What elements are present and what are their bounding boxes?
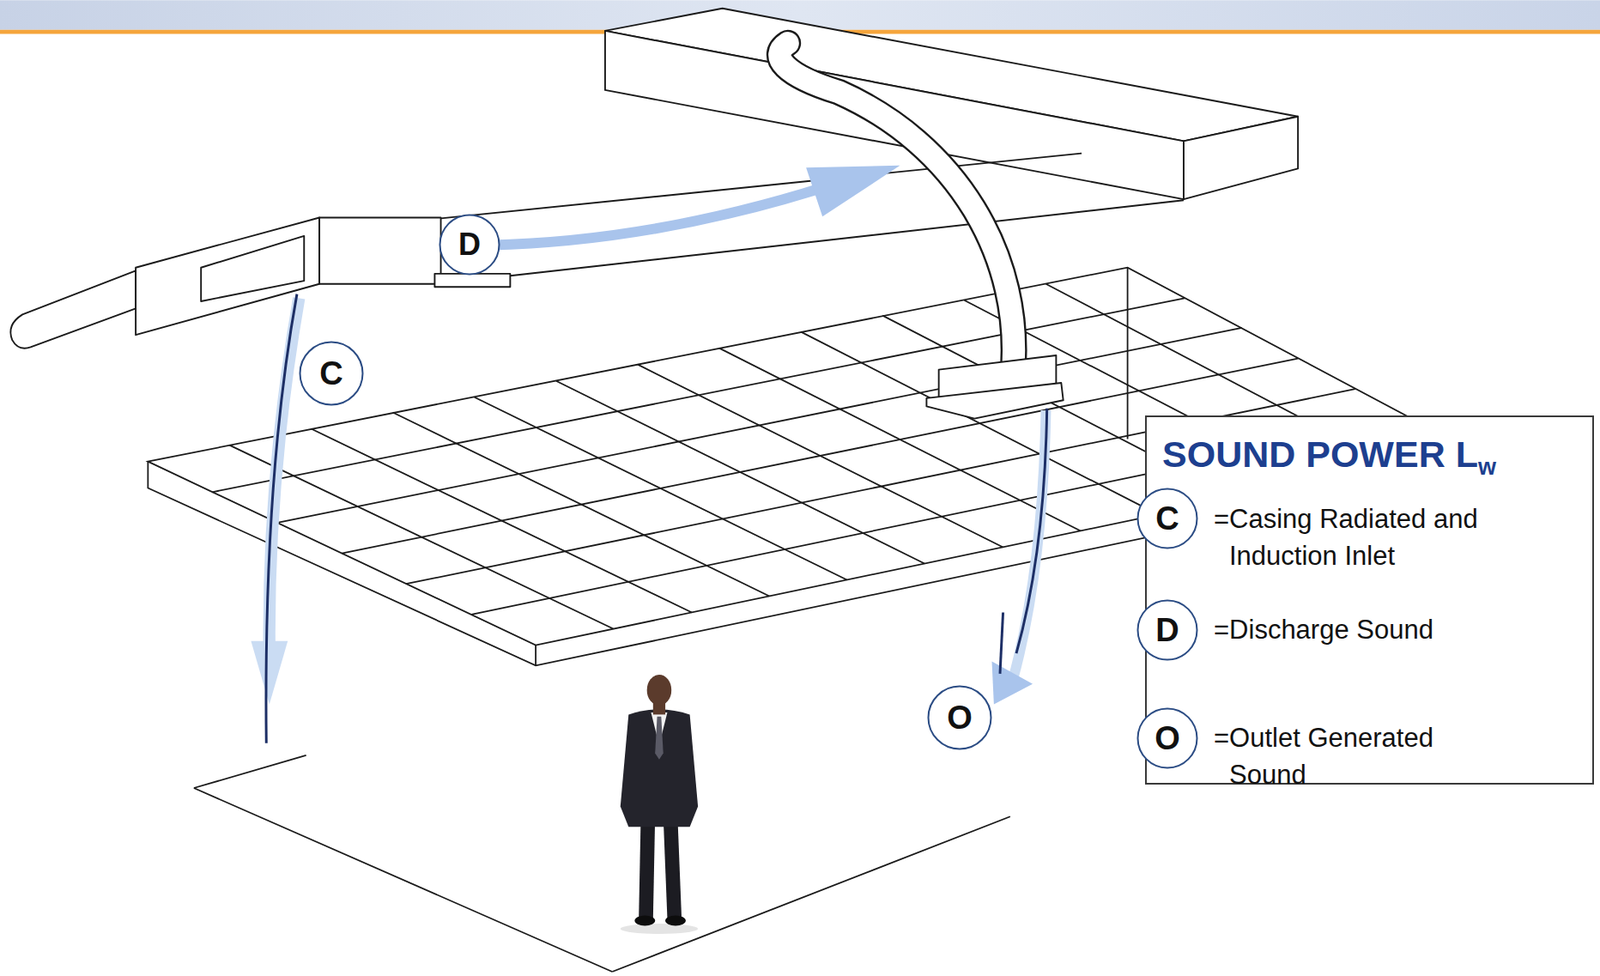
leg bbox=[638, 816, 655, 919]
callout-letter: O bbox=[927, 684, 993, 751]
legend-text: =Discharge Sound bbox=[1213, 611, 1487, 649]
legend-title: SOUND POWER Lw bbox=[1162, 432, 1497, 489]
discharge-arrow bbox=[490, 179, 848, 245]
duct-end bbox=[1183, 116, 1298, 200]
callout-circle: O bbox=[927, 684, 993, 751]
callout-circle: C bbox=[1136, 487, 1199, 550]
wall-edge bbox=[1127, 267, 1129, 440]
title-text: SOUND POWER L bbox=[1162, 433, 1479, 475]
inlet-pipe bbox=[10, 270, 136, 348]
floor-edge bbox=[193, 787, 613, 972]
box-flange bbox=[434, 273, 510, 287]
callout-letter: C bbox=[298, 340, 364, 407]
legend-text: =Casing Radiated and Induction Inlet bbox=[1213, 500, 1487, 575]
discharge-duct bbox=[438, 153, 1184, 277]
grid-line bbox=[719, 348, 1081, 532]
floor-edge bbox=[612, 816, 1011, 972]
shoe bbox=[634, 915, 655, 927]
shoe bbox=[665, 915, 686, 927]
title-subscript: w bbox=[1478, 454, 1497, 480]
grid-line bbox=[393, 412, 770, 597]
flex-duct bbox=[779, 42, 1014, 380]
floor bbox=[193, 755, 1011, 972]
tie bbox=[654, 716, 664, 760]
outlet-arrow bbox=[1012, 410, 1046, 682]
ceiling-edge bbox=[534, 645, 537, 667]
outlet-line bbox=[1000, 612, 1004, 674]
callout-letter: D bbox=[1136, 599, 1199, 661]
head bbox=[647, 674, 673, 706]
person bbox=[620, 674, 698, 934]
legend-box: SOUND POWER LwCDO=Casing Radiated and In… bbox=[1145, 415, 1594, 785]
callout-circle: D bbox=[1136, 599, 1199, 661]
legend-text: =Outlet Generated Sound bbox=[1213, 719, 1487, 794]
sound-path-arrows bbox=[250, 165, 1047, 744]
vav-box bbox=[10, 217, 510, 348]
callout-circle: O bbox=[1136, 707, 1199, 770]
grid-line bbox=[800, 332, 1158, 516]
grid-line bbox=[229, 445, 613, 630]
shadow bbox=[620, 923, 698, 934]
leg bbox=[663, 816, 682, 919]
flex-fill bbox=[779, 42, 1014, 380]
grid-line bbox=[311, 429, 692, 613]
arrow-head bbox=[991, 661, 1033, 705]
suit-jacket bbox=[620, 709, 698, 827]
callout-letter: O bbox=[1136, 707, 1199, 770]
arrow-head bbox=[250, 641, 288, 705]
outlet-line bbox=[1016, 408, 1048, 654]
box-opening bbox=[200, 236, 304, 302]
diffuser bbox=[926, 355, 1063, 419]
box-section bbox=[319, 217, 441, 284]
callout-letter: D bbox=[438, 213, 501, 276]
callout-circle: C bbox=[298, 340, 364, 407]
casing-line bbox=[266, 294, 297, 744]
callout-circle: D bbox=[438, 213, 501, 276]
flex-outline bbox=[779, 42, 1014, 380]
callout-letter: C bbox=[1136, 487, 1199, 550]
grid-line bbox=[556, 381, 925, 564]
grid-line bbox=[474, 397, 848, 581]
arrow-head bbox=[806, 165, 900, 217]
floor-edge bbox=[193, 755, 307, 788]
